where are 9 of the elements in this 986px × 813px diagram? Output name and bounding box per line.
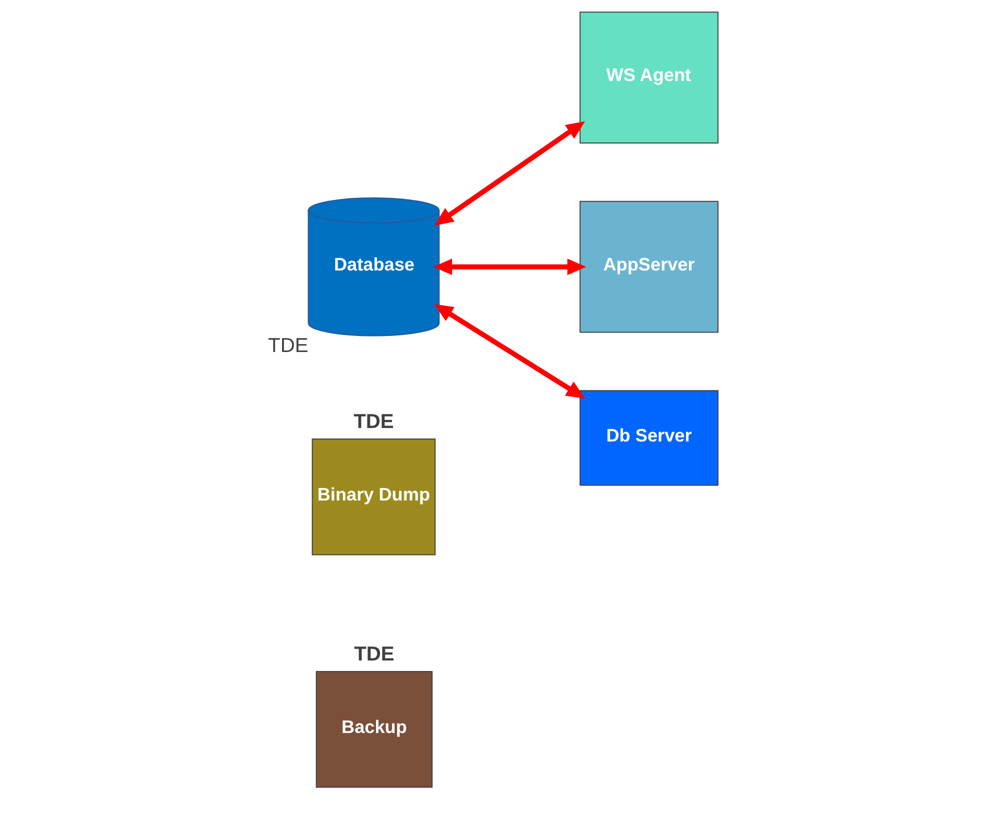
- node-box: AppServer: [580, 200, 718, 333]
- arrow: [434, 304, 586, 399]
- arrow: [434, 121, 586, 226]
- node-box: Db Server: [580, 390, 718, 486]
- node-label: TDE: [268, 334, 308, 357]
- arrow: [433, 258, 586, 276]
- node-box: WS Agent: [580, 12, 718, 144]
- node-label: TDE: [354, 643, 394, 666]
- node-label: TDE: [354, 410, 394, 433]
